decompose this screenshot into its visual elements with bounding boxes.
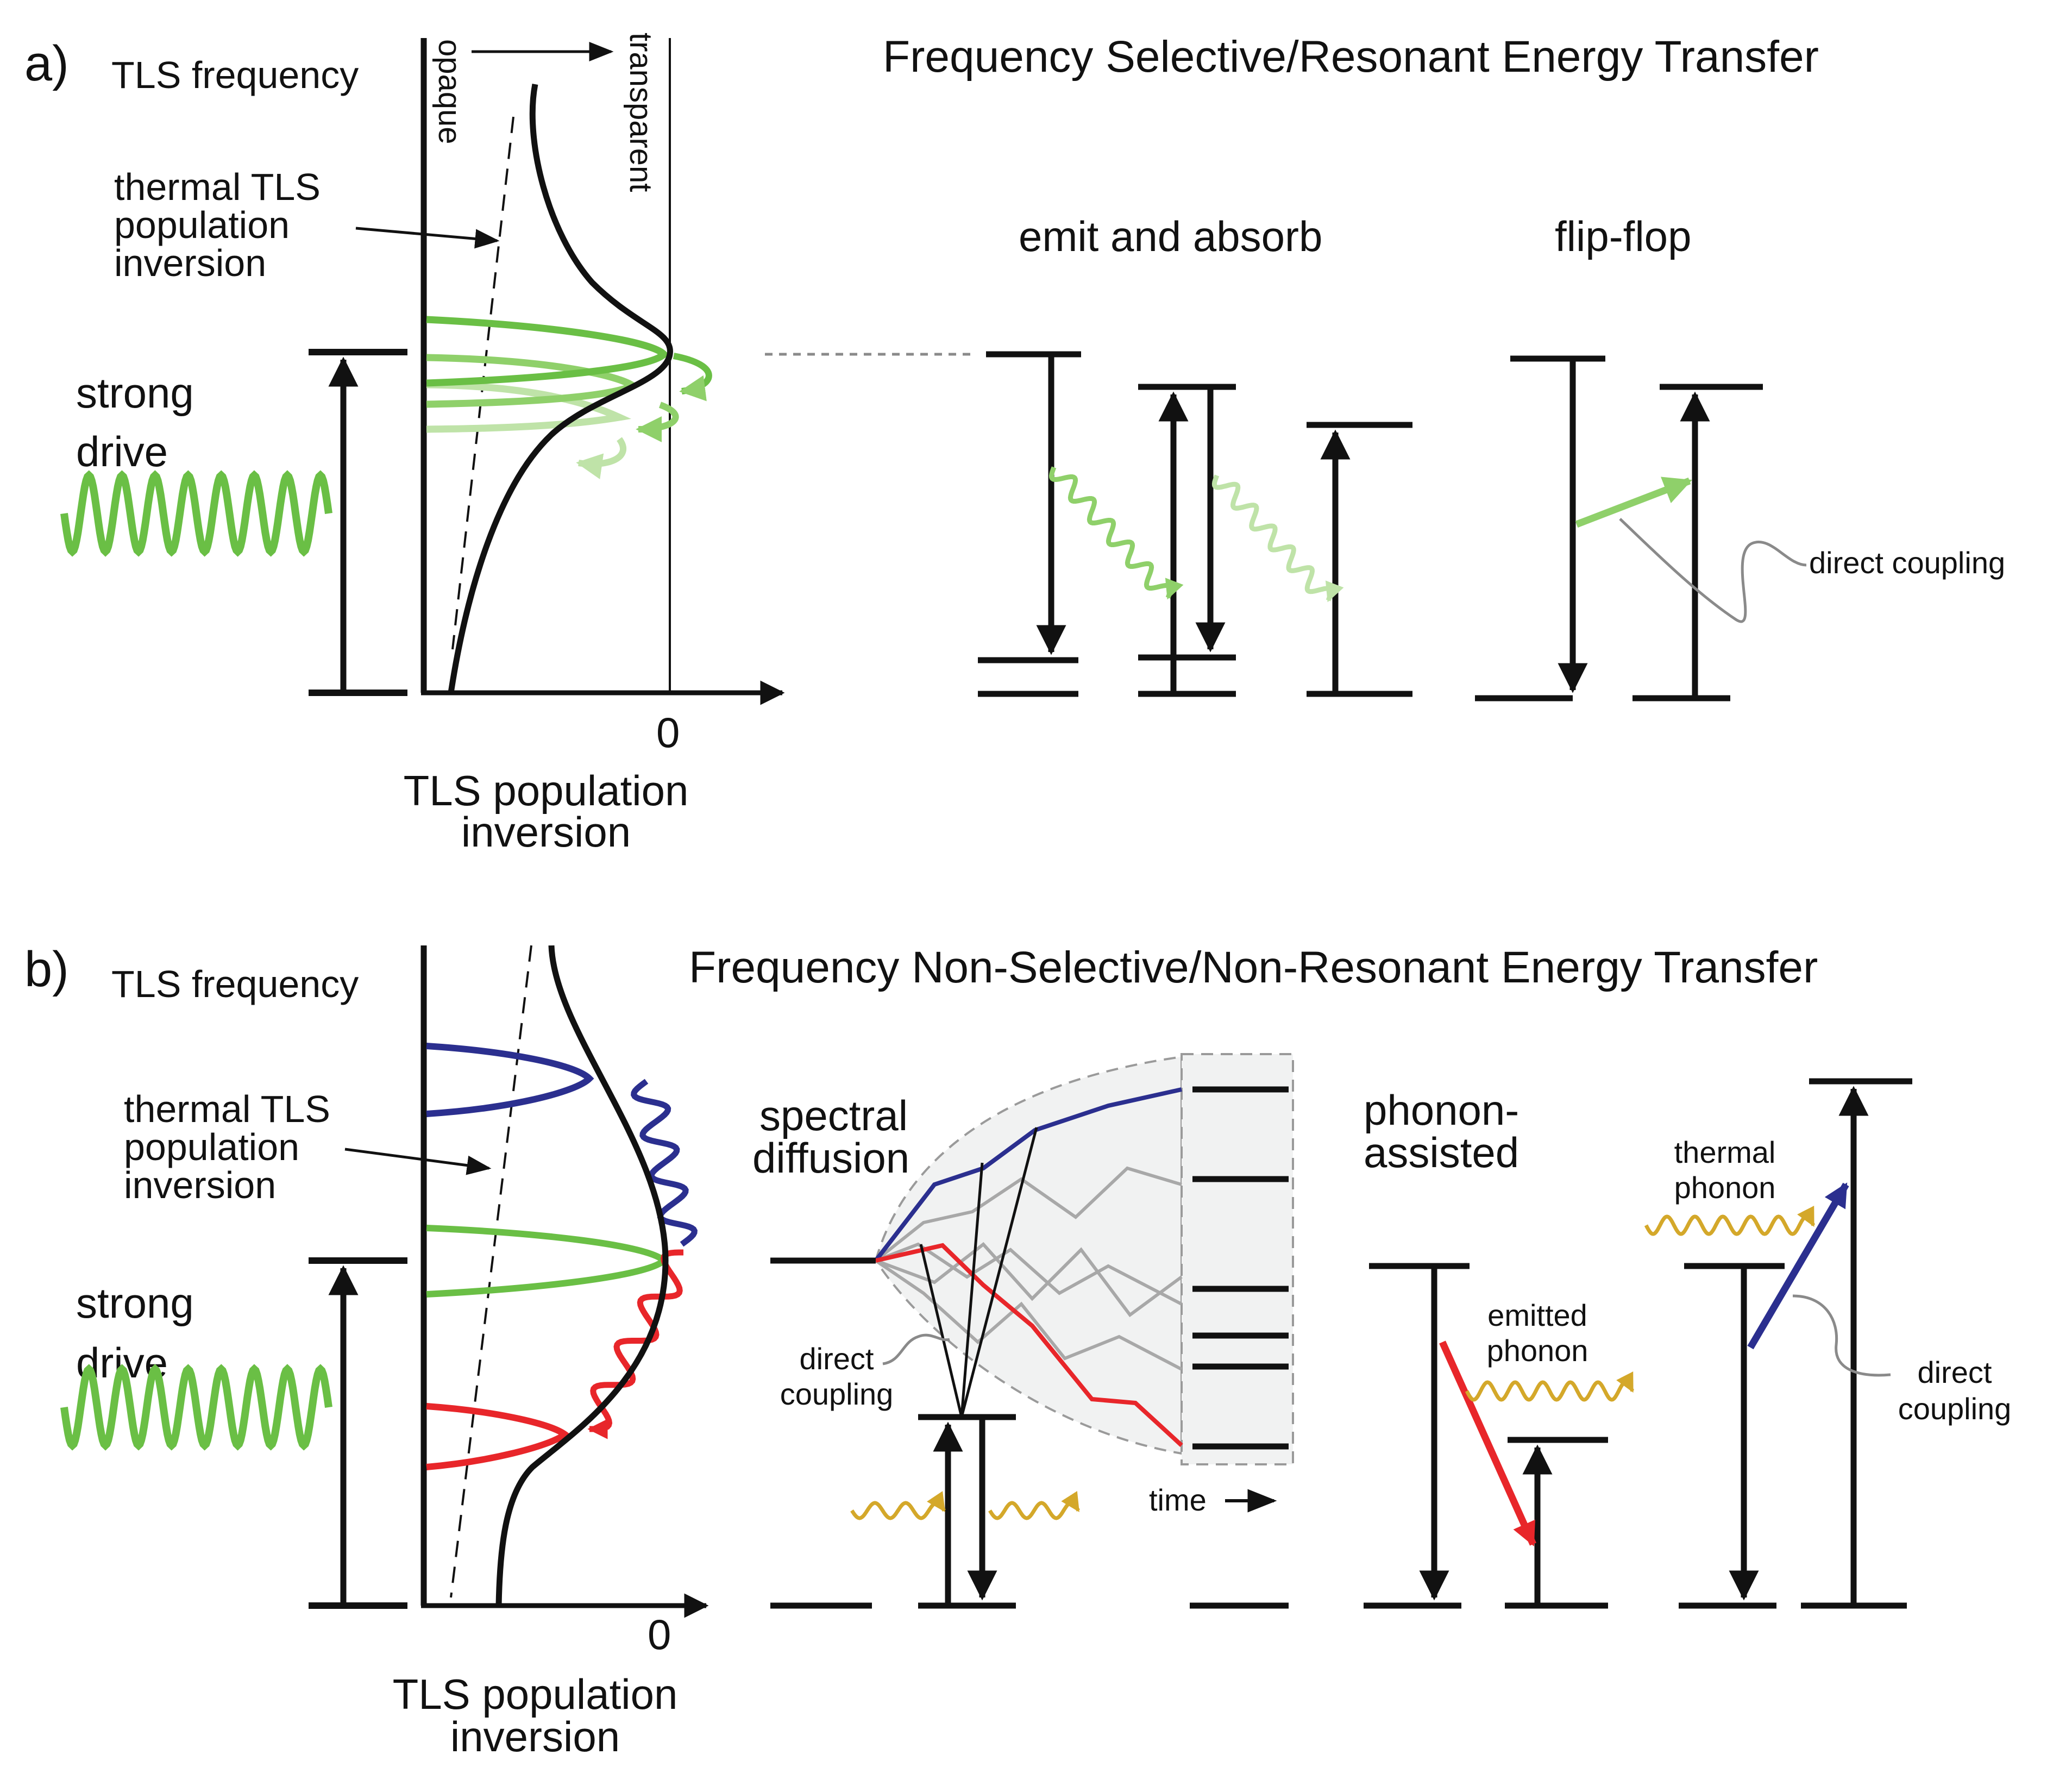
panel-b-population-curve — [495, 945, 669, 1606]
emit-absorb-photon-1 — [1048, 466, 1184, 600]
panel-a-green-dip-3 — [426, 381, 631, 433]
phonon-emit-diagram — [1364, 1263, 1608, 1609]
phonon-coupling-label-2: coupling — [1898, 1392, 2012, 1426]
panel-a-mech-flip-flop: flip-flop — [1555, 212, 1691, 260]
phonon-coupling-leader — [1792, 1294, 1891, 1377]
panel-b-thermal-line — [450, 945, 532, 1598]
panel-b-x-axis-label-1: TLS population — [393, 1670, 678, 1718]
phonon-absorb-diagram — [1679, 1078, 1912, 1609]
emitted-phonon-wave — [1465, 1371, 1635, 1402]
panel-a-mech-emit-absorb: emit and absorb — [1019, 212, 1322, 260]
panel-a-drive-wave — [60, 470, 332, 557]
spectral-level-box — [1181, 1053, 1294, 1465]
panel-b-strong-drive-1: strong — [76, 1279, 194, 1327]
panel-b-zero: 0 — [648, 1611, 671, 1658]
panel-b-blue-dip — [426, 1043, 594, 1117]
panel-b-thermal-note-2: population — [124, 1126, 299, 1168]
panel-b-thermal-pointer — [344, 1148, 492, 1175]
time-label: time — [1149, 1483, 1207, 1517]
panel-a-title: Frequency Selective/Resonant Energy Tran… — [883, 32, 1819, 82]
spectral-phonon-out — [988, 1491, 1080, 1520]
panel-b-drive-wave — [60, 1364, 332, 1451]
flip-flop-coupling-leader — [1619, 518, 1807, 623]
panel-a-x-axis-label-2: inversion — [461, 808, 631, 856]
phonon-assisted-label-1: phonon- — [1364, 1086, 1519, 1134]
flip-flop-coupling-arrow — [1575, 477, 1692, 528]
panel-a-thermal-note-3: inversion — [114, 242, 266, 284]
emitted-phonon-label-1: emitted — [1487, 1298, 1587, 1332]
panel-b-red-dip — [426, 1403, 571, 1470]
panel-a-transparent-label: transparent — [623, 33, 658, 192]
panel-a-green-arrow-1 — [673, 353, 712, 402]
flip-flop-diagram — [1475, 355, 1763, 701]
panel-b-red-wiggle — [587, 1249, 683, 1439]
panel-a-population-curve — [448, 83, 673, 693]
phonon-coupling-label-1: direct — [1918, 1355, 1992, 1389]
panel-a-label: a) — [24, 36, 69, 91]
spectral-coupling-label-1: direct — [800, 1342, 874, 1376]
panel-a-opaque-label: opaque — [432, 39, 467, 145]
panel-b-label: b) — [24, 942, 69, 997]
panel-b-thermal-note-3: inversion — [124, 1164, 276, 1206]
panel-a-strong-drive-1: strong — [76, 369, 194, 417]
spectral-coupling-label-2: coupling — [780, 1377, 894, 1411]
spectral-coupling-leader — [882, 1333, 950, 1365]
panel-a-green-arrow-2 — [636, 402, 679, 442]
panel-a-thermal-note-2: population — [114, 204, 290, 246]
spectral-diffusion-label-2: diffusion — [752, 1134, 909, 1182]
panel-a-y-axis-label: TLS frequency — [111, 54, 359, 96]
spectral-blue-trace — [874, 1087, 1182, 1262]
flip-flop-coupling-label: direct coupling — [1809, 546, 2005, 580]
panel-a-zero: 0 — [656, 709, 680, 756]
panel-a-thermal-note-1: thermal TLS — [114, 166, 321, 208]
panel-a-thermal-pointer — [355, 227, 500, 249]
panel-b-x-axis-label-2: inversion — [450, 1713, 620, 1760]
thermal-phonon-label-2: phonon — [1674, 1170, 1776, 1205]
panel-a-x-axis-label-1: TLS population — [404, 767, 689, 814]
panel-b-green-dip — [426, 1225, 669, 1298]
panel-b-title: Frequency Non-Selective/Non-Resonant Ene… — [689, 943, 1818, 992]
emit-absorb-photon-2 — [1211, 474, 1344, 603]
spectral-box-levels — [1190, 1086, 1289, 1609]
thermal-phonon-wave — [1644, 1205, 1816, 1236]
phonon-assisted-label-2: assisted — [1364, 1129, 1519, 1176]
spectral-red-trace — [875, 1243, 1183, 1447]
panel-b: b) TLS frequency thermal TLS population … — [24, 942, 2011, 1760]
spectral-shaded-cone — [874, 1055, 1183, 1455]
panel-a-strong-drive-2: drive — [76, 428, 168, 475]
thermal-phonon-label-1: thermal — [1674, 1135, 1776, 1169]
phonon-emit-red-arrow — [1439, 1340, 1536, 1547]
emitted-phonon-label-2: phonon — [1487, 1333, 1588, 1368]
panel-a: a) TLS frequency opaque transparent ther… — [24, 32, 2005, 856]
panel-b-y-axis-label: TLS frequency — [111, 963, 359, 1005]
spectral-gray-traces — [875, 1166, 1183, 1371]
spectral-phonon-in — [850, 1491, 946, 1520]
panel-a-green-dip-1 — [426, 316, 669, 387]
phonon-absorb-blue-arrow — [1747, 1182, 1849, 1350]
panel-a-green-arrow-3 — [576, 437, 626, 479]
emit-absorb-diagram — [978, 351, 1412, 697]
spectral-diffusion-label-1: spectral — [759, 1092, 908, 1139]
panel-b-thermal-note-1: thermal TLS — [124, 1088, 330, 1130]
spectral-pair-levels — [918, 1414, 1016, 1609]
